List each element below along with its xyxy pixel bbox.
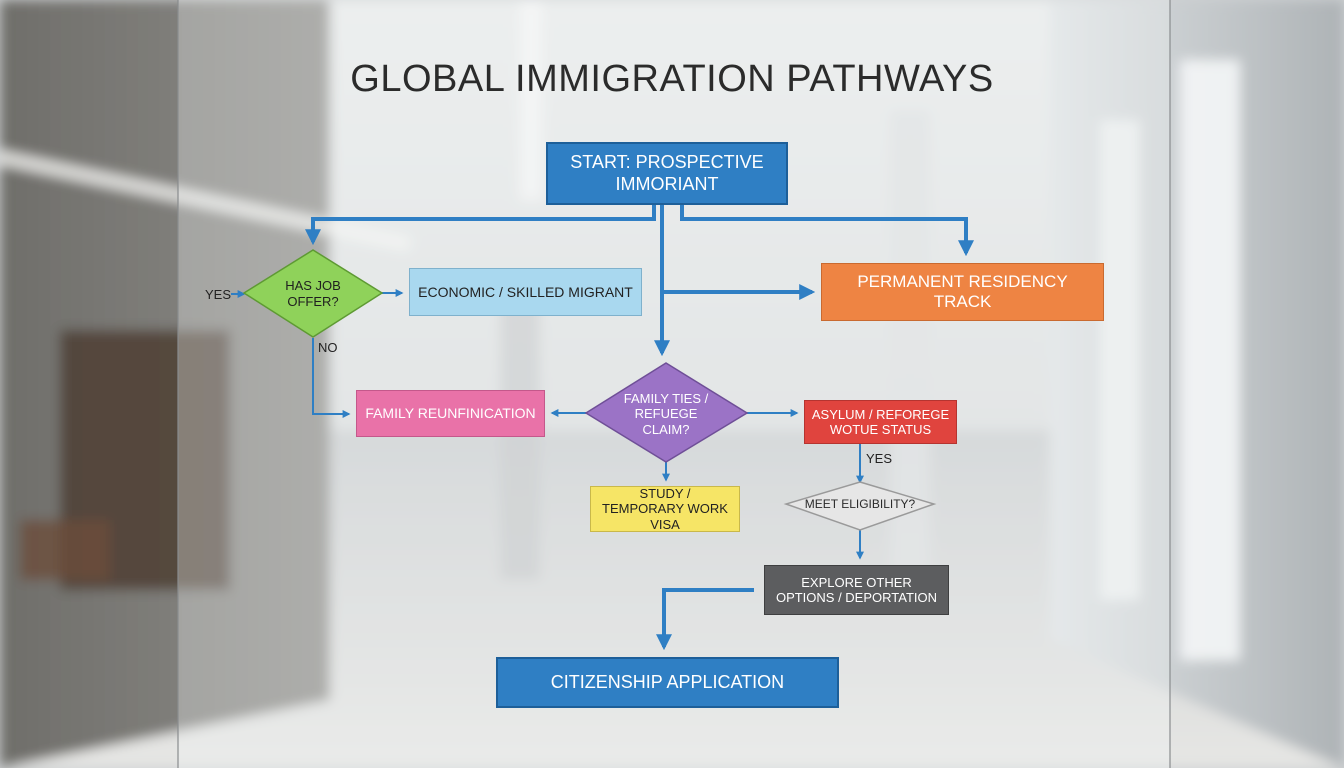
node-explore-options: EXPLORE OTHER OPTIONS / DEPORTATION [764, 565, 949, 615]
decision-job-offer-shape [242, 249, 384, 338]
edge-label-yes-job: YES [205, 287, 232, 302]
decision-eligibility-shape [783, 481, 937, 531]
connectors [305, 205, 974, 651]
diagram-title: GLOBAL IMMIGRATION PATHWAYS [350, 58, 994, 100]
node-permanent-residency: PERMANENT RESIDENCY TRACK [821, 263, 1104, 321]
node-study-visa: STUDY / TEMPORARY WORK VISA [590, 486, 740, 532]
edge-label-yes-asylum: YES [866, 451, 893, 466]
node-economic-migrant: ECONOMIC / SKILLED MIGRANT [409, 268, 642, 316]
node-asylum-status: ASYLUM / REFOREGE WOTUE STATUS [804, 400, 957, 444]
arrow-start-to-permanent [680, 205, 974, 257]
decision-eligibility-label: MEET ELIGIBILITY? [804, 496, 916, 511]
decision-family-ties-label: FAMILY TIES / REFUEGE CLAIM? [623, 390, 709, 437]
node-family-reunification: FAMILY REUNFINICATION [356, 390, 545, 437]
node-start: START: PROSPECTIVE IMMORIANT [546, 142, 788, 205]
node-citizenship-application: CITIZENSHIP APPLICATION [496, 657, 839, 708]
decision-family-ties-shape [584, 362, 749, 463]
arrow-start-to-job [305, 205, 656, 246]
edge-label-no-job: NO [318, 340, 338, 355]
arrow-citizen-path [656, 588, 754, 651]
arrow-job-to-family-reunification [312, 338, 351, 418]
decision-job-offer-label: HAS JOB OFFER? [285, 278, 341, 309]
